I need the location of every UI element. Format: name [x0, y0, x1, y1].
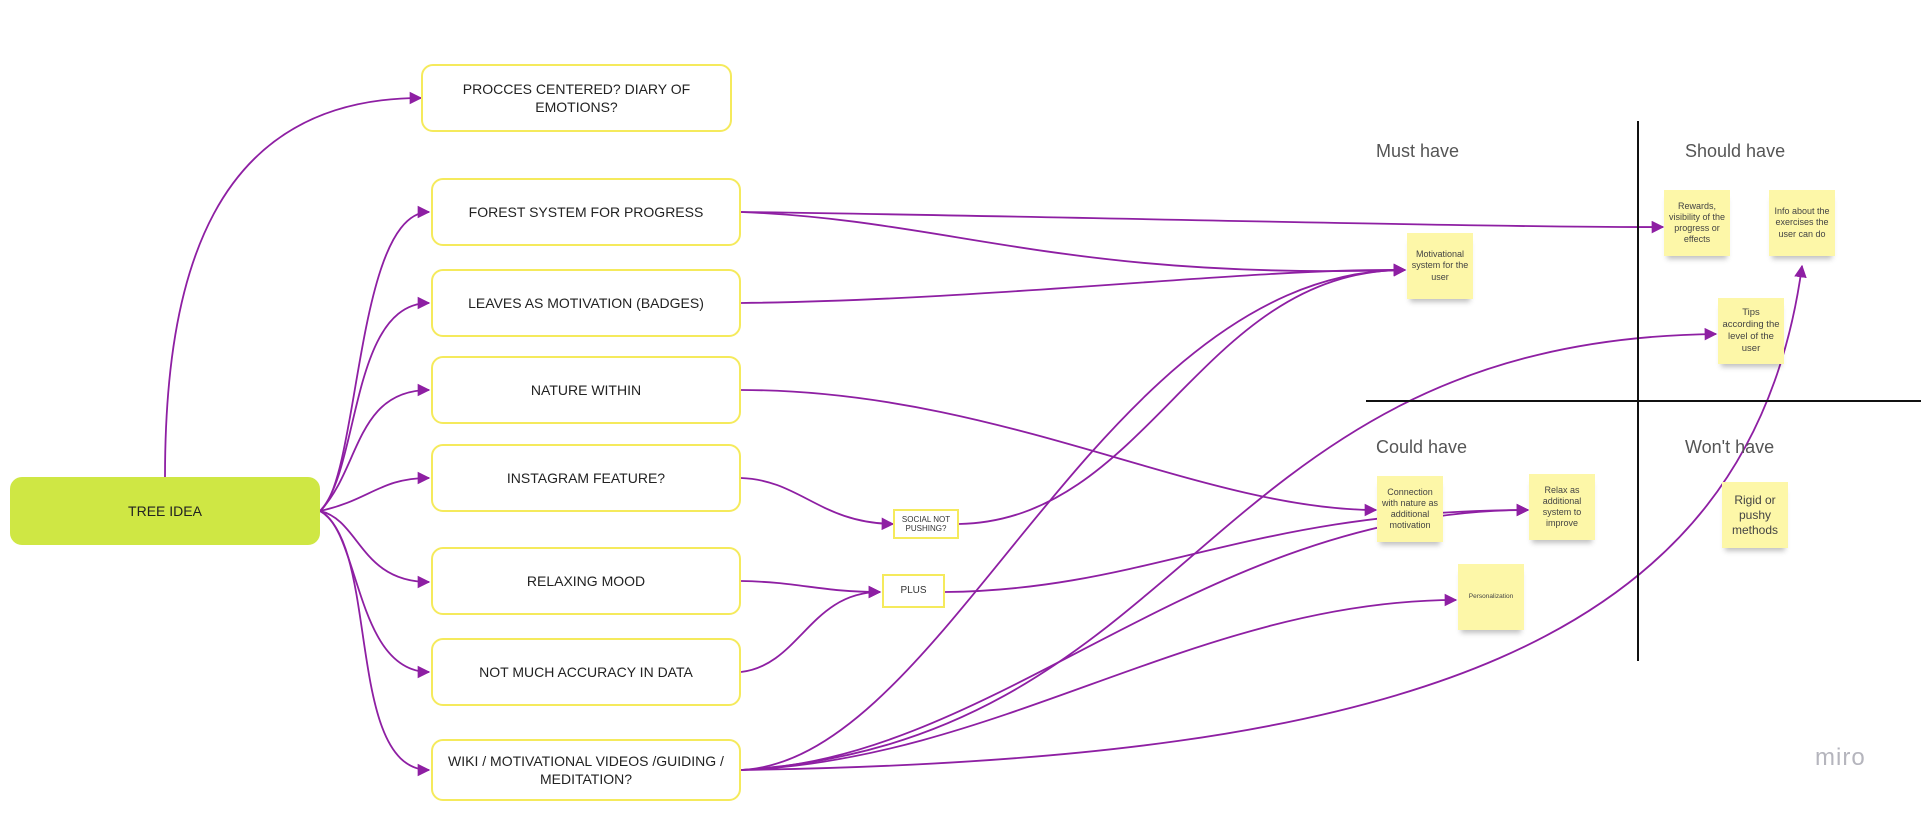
sticky-info-exercises[interactable]: Info about the exercises the user can do: [1769, 190, 1835, 256]
connector-root-leaves: [319, 296, 431, 512]
sticky-rigid-text: Rigid or pushy methods: [1731, 492, 1779, 537]
connector-root-forest: [319, 205, 431, 512]
connector-forest-motivational: [740, 211, 1407, 277]
sticky-connection-text: Connection with nature as additional mot…: [1381, 486, 1439, 531]
sticky-personalization[interactable]: Personalization: [1458, 564, 1524, 630]
relaxing-node-label: RELAXING MOOD: [526, 572, 646, 589]
nature-node-label: NATURE WITHIN: [530, 381, 642, 398]
connector-nature-connection: [740, 389, 1378, 517]
connector-wiki-personalization: [740, 593, 1458, 771]
sticky-info-text: Info about the exercises the user can do: [1774, 206, 1830, 239]
relaxing-mood-node[interactable]: RELAXING MOOD: [431, 547, 741, 615]
wiki-videos-node[interactable]: WIKI / MOTIVATIONAL VIDEOS /GUIDING / ME…: [431, 739, 741, 801]
quadrant-horizontal-axis: [1366, 400, 1921, 402]
connector-root-nature: [319, 383, 431, 512]
sticky-rigid-methods[interactable]: Rigid or pushy methods: [1722, 482, 1788, 548]
connector-wiki-motivational: [740, 263, 1407, 771]
connector-root-accuracy: [319, 510, 431, 679]
social-not-pushing-node[interactable]: SOCIAL NOT PUSHING?: [893, 509, 959, 539]
social-node-label: SOCIAL NOT PUSHING?: [901, 514, 951, 533]
nature-within-node[interactable]: NATURE WITHIN: [431, 356, 741, 424]
leaves-motivation-node[interactable]: LEAVES AS MOTIVATION (BADGES): [431, 269, 741, 337]
wont-have-label: Won't have: [1685, 437, 1775, 457]
connector-social-motivational: [958, 263, 1407, 525]
plus-node[interactable]: PLUS: [882, 574, 945, 608]
sticky-rewards-text: Rewards, visibility of the progress or e…: [1668, 200, 1726, 245]
accuracy-node-label: NOT MUCH ACCURACY IN DATA: [479, 663, 693, 680]
root-node-label: TREE IDEA: [128, 502, 202, 519]
accuracy-node[interactable]: NOT MUCH ACCURACY IN DATA: [431, 638, 741, 706]
miro-logo: miro: [1815, 744, 1866, 771]
procces-node-label: PROCCES CENTERED? DIARY OF EMOTIONS?: [462, 80, 691, 115]
forest-system-node[interactable]: FOREST SYSTEM FOR PROGRESS: [431, 178, 741, 246]
could-have-label: Could have: [1376, 437, 1468, 457]
connector-root-wiki: [319, 510, 431, 777]
sticky-tips[interactable]: Tips according the level of the user: [1718, 298, 1784, 364]
tree-idea-root-node[interactable]: TREE IDEA: [10, 477, 320, 545]
connector-root-instagram: [319, 471, 431, 512]
sticky-motivational-text: Motivational system for the user: [1411, 249, 1469, 282]
sticky-motivational-system[interactable]: Motivational system for the user: [1407, 233, 1473, 299]
connector-root-relaxing: [319, 510, 431, 589]
forest-node-label: FOREST SYSTEM FOR PROGRESS: [468, 203, 704, 220]
sticky-rewards[interactable]: Rewards, visibility of the progress or e…: [1664, 190, 1730, 256]
instagram-node-label: INSTAGRAM FEATURE?: [506, 469, 666, 486]
sticky-tips-text: Tips according the level of the user: [1722, 307, 1780, 354]
connector-instagram-social: [740, 477, 895, 531]
connector-wiki-relax: [740, 503, 1530, 771]
instagram-feature-node[interactable]: INSTAGRAM FEATURE?: [431, 444, 741, 512]
leaves-node-label: LEAVES AS MOTIVATION (BADGES): [468, 294, 704, 311]
sticky-relax-text: Relax as additional system to improve: [1542, 484, 1582, 529]
quadrant-vertical-axis: [1637, 121, 1639, 661]
must-have-label: Must have: [1376, 141, 1460, 161]
connector-forest-rewards: [740, 211, 1665, 234]
plus-node-label: PLUS: [900, 585, 927, 597]
connector-relaxing-plus: [740, 580, 882, 599]
connector-root-procces: [164, 91, 423, 478]
should-have-label: Should have: [1685, 141, 1786, 161]
wiki-node-label: WIKI / MOTIVATIONAL VIDEOS /GUIDING / ME…: [448, 752, 724, 787]
connector-accuracy-plus: [740, 585, 882, 673]
sticky-personalization-text: Personalization: [1468, 592, 1514, 600]
connector-leaves-motivational: [740, 263, 1407, 304]
sticky-connection-nature[interactable]: Connection with nature as additional mot…: [1377, 476, 1443, 542]
sticky-relax[interactable]: Relax as additional system to improve: [1529, 474, 1595, 540]
procces-centered-node[interactable]: PROCCES CENTERED? DIARY OF EMOTIONS?: [421, 64, 732, 132]
